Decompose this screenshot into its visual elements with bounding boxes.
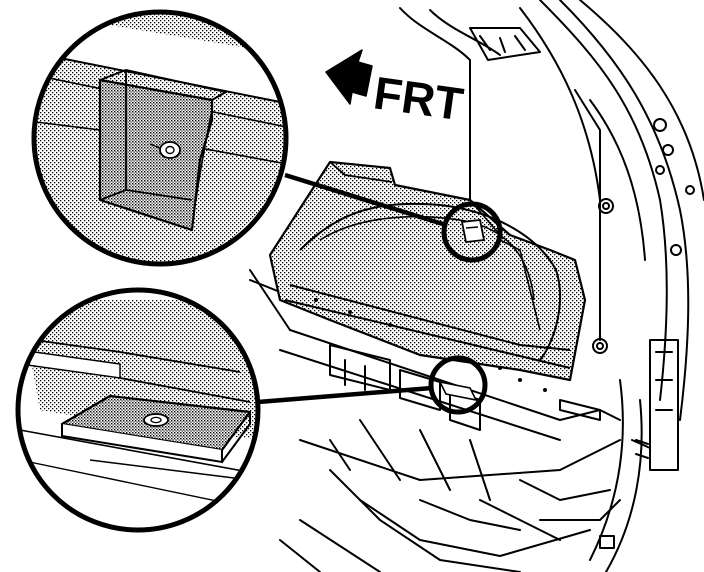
upper-fastener-detail (31, 9, 289, 267)
arrow-left-icon (325, 49, 373, 105)
quarter-trim-panel (268, 160, 587, 392)
direction-label: FRT (371, 66, 467, 130)
upper-leader-line (284, 172, 447, 228)
lower-floor-retainer (428, 355, 488, 415)
front-direction-indicator: FRT (325, 49, 467, 130)
lower-leader-line (257, 385, 433, 405)
upper-trim-retainer (441, 201, 503, 263)
lower-fastener-detail (15, 287, 261, 533)
vehicle-body-structure (249, 0, 704, 572)
